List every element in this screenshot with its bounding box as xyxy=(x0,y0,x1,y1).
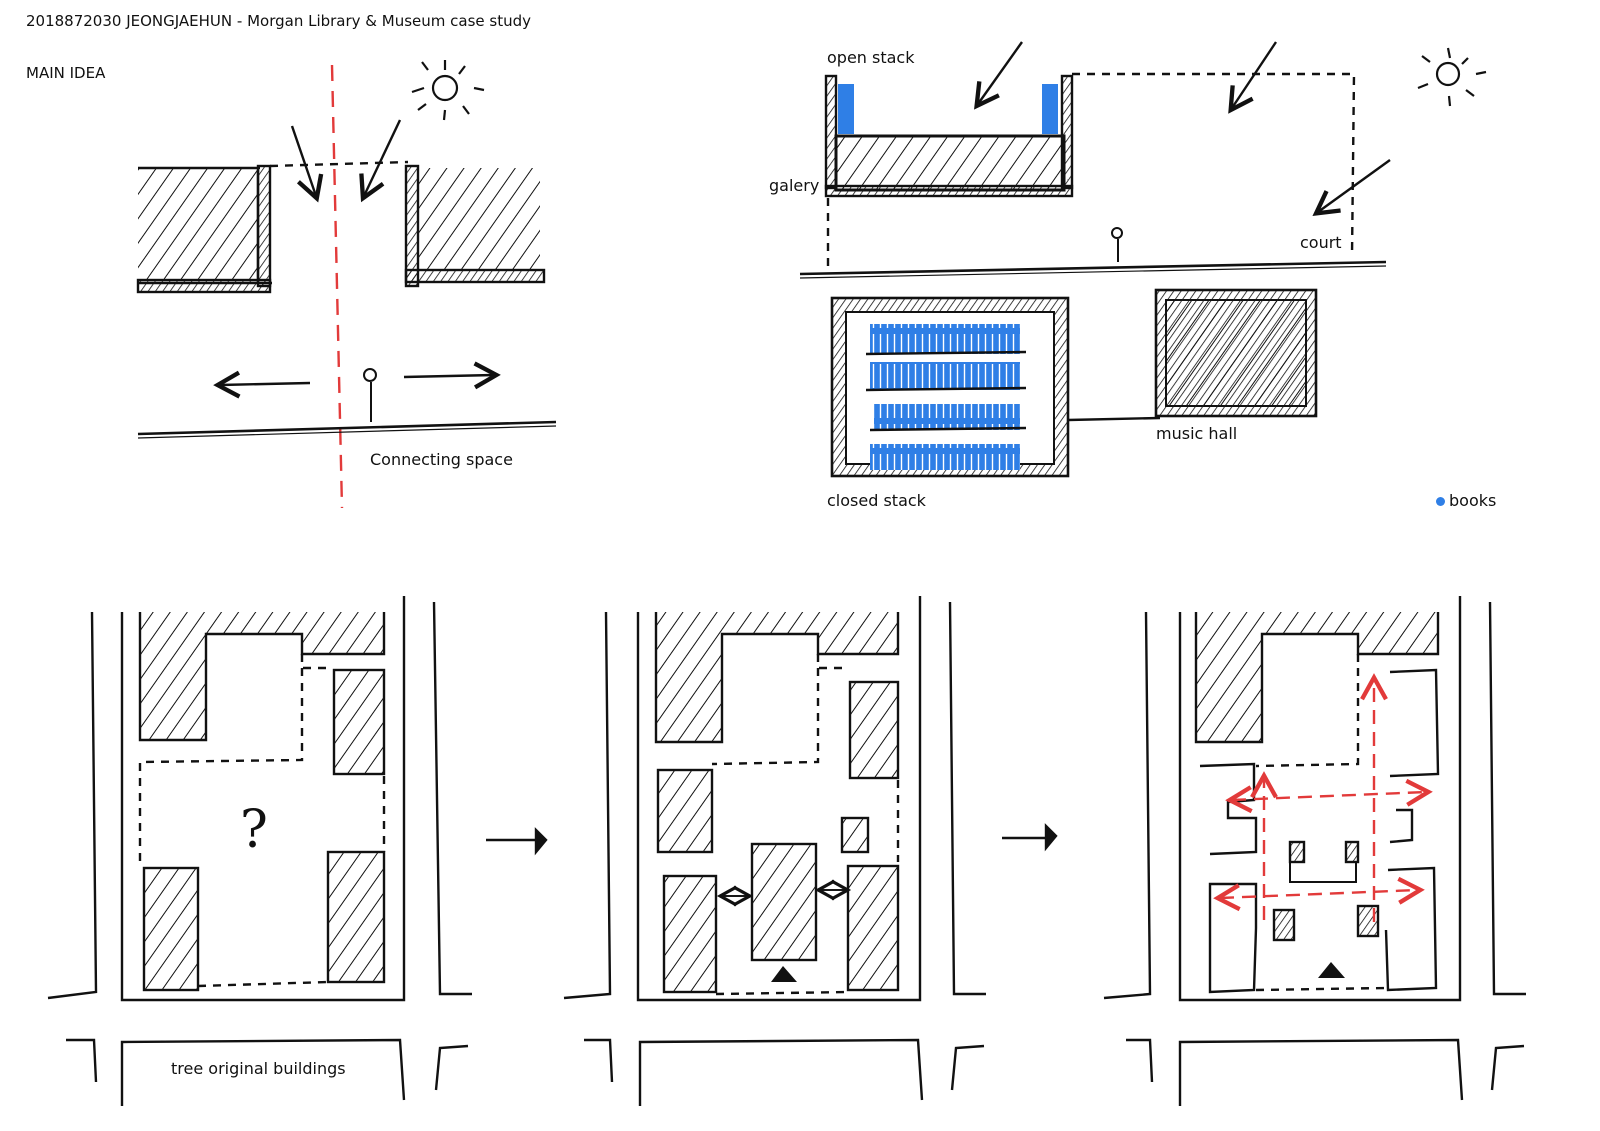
legend-books: books xyxy=(1436,491,1496,510)
closed-stack-label: closed stack xyxy=(827,491,926,510)
person-icon xyxy=(363,368,377,422)
person-icon-2 xyxy=(1111,227,1123,262)
tree-original-buildings-label: tree original buildings xyxy=(171,1059,346,1078)
main-idea-heading: MAIN IDEA xyxy=(26,64,106,82)
galery-label: galery xyxy=(769,176,820,195)
plan-2 xyxy=(563,596,986,1106)
circulation-arrows xyxy=(1213,673,1433,922)
entrance-triangle-icon-2 xyxy=(1318,962,1345,978)
plan1-block-left-bottom xyxy=(142,866,200,992)
plan-1 xyxy=(47,596,472,1106)
gallery-hatched xyxy=(834,134,1066,192)
page-title: 2018872030 JEONGJAEHUN - Morgan Library … xyxy=(26,12,532,30)
plan-3 xyxy=(1103,596,1526,1106)
court-label: court xyxy=(1300,233,1342,252)
question-mark: ? xyxy=(240,800,268,860)
plan2-block-left-bottom xyxy=(662,874,718,994)
left-building-hatched xyxy=(138,168,258,280)
plan2-block-center xyxy=(750,842,818,962)
plan2-block-right-top xyxy=(848,680,900,780)
main-idea-diagram xyxy=(136,64,557,509)
sun-icon xyxy=(411,60,485,121)
music-hall-label: music hall xyxy=(1156,424,1238,443)
section-diagram xyxy=(799,41,1391,478)
music-hall-hatched xyxy=(1165,299,1307,407)
right-building-hatched xyxy=(418,168,540,270)
transition-arrow-1 xyxy=(486,827,548,856)
closed-stack-books-2 xyxy=(870,362,1020,390)
sun-icon-2 xyxy=(1417,47,1487,107)
plan2-block-right-bottom xyxy=(846,864,900,992)
plan2-block-small xyxy=(840,816,870,854)
connecting-space-label: Connecting space xyxy=(370,450,513,469)
open-stack-label: open stack xyxy=(827,48,915,67)
transition-arrow-2 xyxy=(1002,823,1058,852)
book-shelf-right xyxy=(1042,84,1058,134)
red-axis-line xyxy=(330,64,344,509)
books-legend-dot xyxy=(1436,497,1445,506)
closed-stack-books-4 xyxy=(870,444,1020,470)
plan1-block-right-top xyxy=(332,668,386,776)
entrance-triangle-icon xyxy=(771,966,797,982)
book-shelf-left xyxy=(838,84,854,134)
closed-stack-books-1 xyxy=(870,324,1020,354)
closed-stack-books-3 xyxy=(874,404,1020,430)
plan2-block-left-mid xyxy=(656,768,714,854)
plan1-block-right-bottom xyxy=(326,850,386,984)
books-legend-label: books xyxy=(1449,491,1497,510)
